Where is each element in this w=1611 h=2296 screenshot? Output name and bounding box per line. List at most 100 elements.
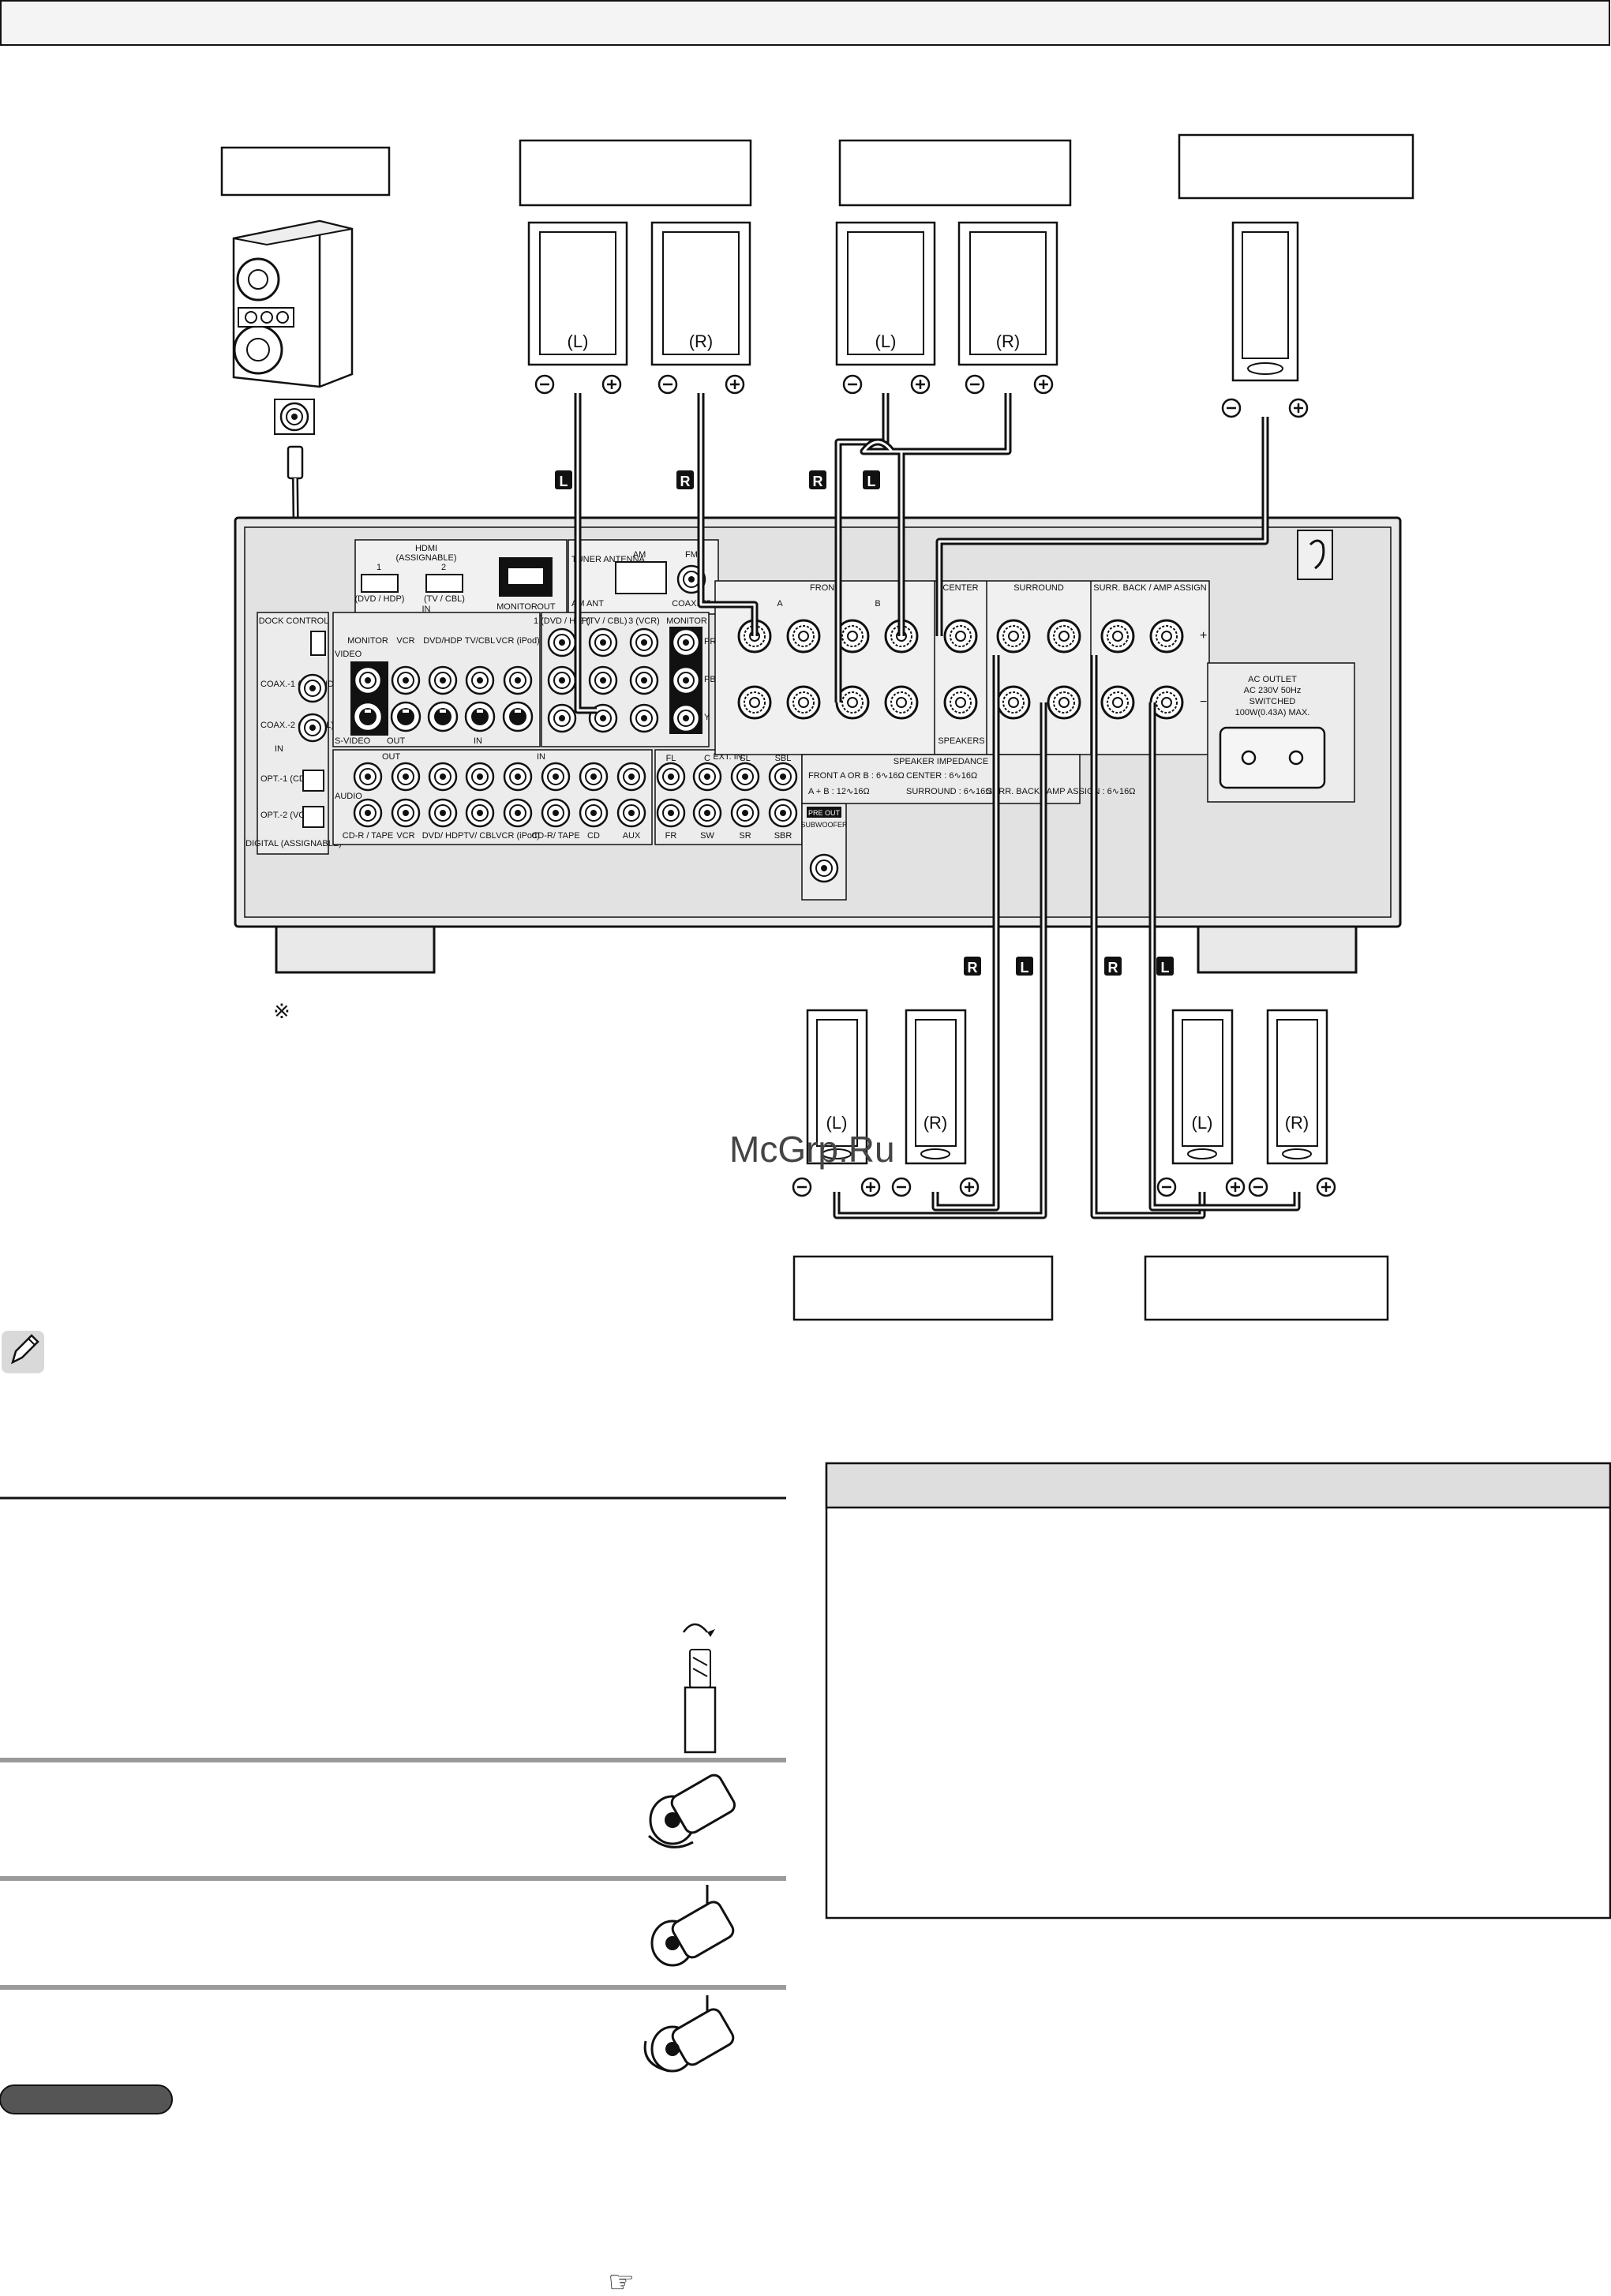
hdmi-title: HDMI	[415, 544, 437, 553]
hdmi-sub: (ASSIGNABLE)	[395, 553, 456, 563]
video-col-monitor: MONITOR	[347, 636, 388, 646]
surround-title-box	[792, 1255, 1054, 1321]
audio-col-vcr: VCR	[396, 831, 414, 841]
hdmi-monitor-label: MONITOR	[496, 602, 538, 612]
component-row-y: Y	[704, 713, 710, 722]
ext-in-fr: FR	[665, 831, 677, 841]
speaker-section-center: CENTER	[942, 583, 978, 593]
surround-left-label: (L)	[826, 1113, 848, 1133]
watermark: McGrp.Ru	[729, 1129, 895, 1170]
am-label: AM	[633, 550, 646, 560]
front-a-speakers: (L) (R)	[527, 221, 751, 395]
hdmi-in1: 1	[377, 563, 381, 572]
dock-control-label: DOCK CONTROL	[259, 616, 329, 626]
ext-in-c: C	[704, 754, 710, 763]
video-col-vcr: VCR	[396, 636, 414, 646]
ext-in-sw: SW	[700, 831, 714, 841]
audio-out-badge: OUT	[382, 752, 401, 762]
digital-opt1-label: OPT.-1 (CD)	[260, 774, 309, 784]
fm-label: FM	[685, 550, 698, 560]
surround-speakers: (L) (R)	[792, 1009, 980, 1197]
speakers-caption: SPEAKERS	[938, 736, 984, 746]
hdmi-out-badge: OUT	[537, 602, 556, 612]
av-receiver-rear-panel: HDMI (ASSIGNABLE) 1 2 (DVD / HDP) (TV / …	[234, 516, 1402, 974]
wire-tag-front-b-right: R	[809, 470, 826, 489]
audio-col-aux: AUX	[623, 831, 641, 841]
terminal-minus-mark: −	[1200, 695, 1207, 709]
cable-clamp-icon	[1297, 530, 1333, 580]
audio-col-tv: TV/ CBL	[463, 831, 496, 841]
audio-col-cd: CD	[587, 831, 600, 841]
speaker-section-surround: SURROUND	[1013, 583, 1064, 593]
impedance-title: SPEAKER IMPEDANCE	[894, 757, 988, 766]
component-col-3: 3 (VCR)	[628, 616, 660, 626]
wiring-steps-section	[0, 1496, 786, 2114]
speaker-section-sback: SURR. BACK / AMP ASSIGN	[1093, 583, 1207, 593]
wire-tag-front-b-left: L	[863, 470, 880, 489]
impedance-line-2: CENTER : 6∿16Ω	[906, 771, 977, 781]
svg-text:L: L	[1021, 960, 1029, 976]
subwoofer-title-box	[220, 146, 391, 197]
wire-tag-sback-left: L	[1156, 957, 1174, 976]
pre-out-label: PRE OUT	[808, 809, 841, 817]
page-reference-icon: ☞	[608, 2266, 635, 2296]
audio-col-dvd: DVD/ HDP	[422, 831, 464, 841]
digital-in-badge: IN	[275, 744, 283, 754]
speaker-cables	[574, 393, 1301, 1219]
surround-back-right-label: (R)	[1285, 1113, 1309, 1133]
digital-opt2-label: OPT.-2 (VCR)	[260, 811, 314, 820]
front-a-title-box	[519, 139, 752, 207]
impedance-line-5: SURROUND : 6∿16Ω	[906, 787, 992, 796]
audio-col-cdr-out: CD-R / TAPE	[343, 831, 393, 841]
component-col-2: 2 (TV / CBL)	[579, 616, 627, 626]
wire-tag-sback-right: R	[1104, 957, 1122, 976]
terminal-loosen-icon	[647, 1774, 736, 1848]
svg-text:L: L	[560, 474, 568, 489]
center-speaker	[1221, 221, 1309, 418]
audio-label: AUDIO	[335, 792, 362, 801]
ac-outlet-line-4: 100W(0.43A) MAX.	[1235, 708, 1310, 717]
svg-text:R: R	[813, 474, 823, 489]
wire-tag-front-a-left: L	[555, 470, 572, 489]
twisted-wire-icon	[682, 1623, 717, 1754]
hdmi-in2: 2	[441, 563, 446, 572]
center-title-box	[1178, 133, 1414, 200]
impedance-line-1: FRONT A OR B : 6∿16Ω	[808, 771, 905, 781]
ext-in-sl: SL	[740, 754, 750, 763]
front-b-speakers: (L) (R)	[835, 221, 1058, 395]
audio-col-ipod: VCR (iPod)	[496, 831, 540, 841]
video-col-tv: TV/CBL	[465, 636, 496, 646]
subwoofer-illustration	[232, 219, 354, 435]
svg-text:L: L	[867, 474, 876, 489]
pencil-note-icon	[2, 1331, 44, 1373]
impedance-line-3: SURR. BACK / AMP ASSIGN : 6∿16Ω	[987, 787, 1135, 796]
note-reference-mark: ※	[273, 999, 290, 1023]
svg-text:R: R	[968, 960, 978, 976]
wire-tag-front-a-right: R	[676, 470, 694, 489]
hdmi-in2-label: (TV / CBL)	[424, 594, 465, 604]
info-box	[825, 1462, 1611, 1920]
surround-back-title-box	[1144, 1255, 1389, 1321]
video-in-badge: IN	[474, 736, 482, 746]
speaker-sub-a: A	[777, 599, 783, 609]
video-col-ipod: VCR (iPod)	[496, 636, 540, 646]
header-bar	[0, 0, 1610, 46]
wire-tag-surround-right: R	[964, 957, 981, 976]
svideo-label: S-VIDEO	[335, 736, 371, 746]
speaker-section-front: FRONT	[810, 583, 840, 593]
surround-right-label: (R)	[924, 1113, 948, 1133]
digital-assignable-label: DIGITAL (ASSIGNABLE)	[245, 839, 342, 848]
hdmi-in1-label: (DVD / HDP)	[355, 594, 405, 604]
hdmi-in-badge: IN	[422, 605, 431, 614]
terminal-tighten-icon	[643, 1995, 735, 2073]
front-a-right-label: (R)	[689, 331, 714, 351]
video-out-badge: OUT	[387, 736, 406, 746]
svg-text:R: R	[1108, 960, 1118, 976]
ext-in-sr: SR	[739, 831, 751, 841]
subwoofer-out-label: SUBWOOFER	[800, 821, 848, 829]
svg-text:R: R	[680, 474, 691, 489]
ac-outlet-line-2: AC 230V 50Hz	[1244, 686, 1302, 695]
ac-outlet-line-3: SWITCHED	[1249, 697, 1296, 706]
front-b-left-label: (L)	[875, 331, 897, 351]
